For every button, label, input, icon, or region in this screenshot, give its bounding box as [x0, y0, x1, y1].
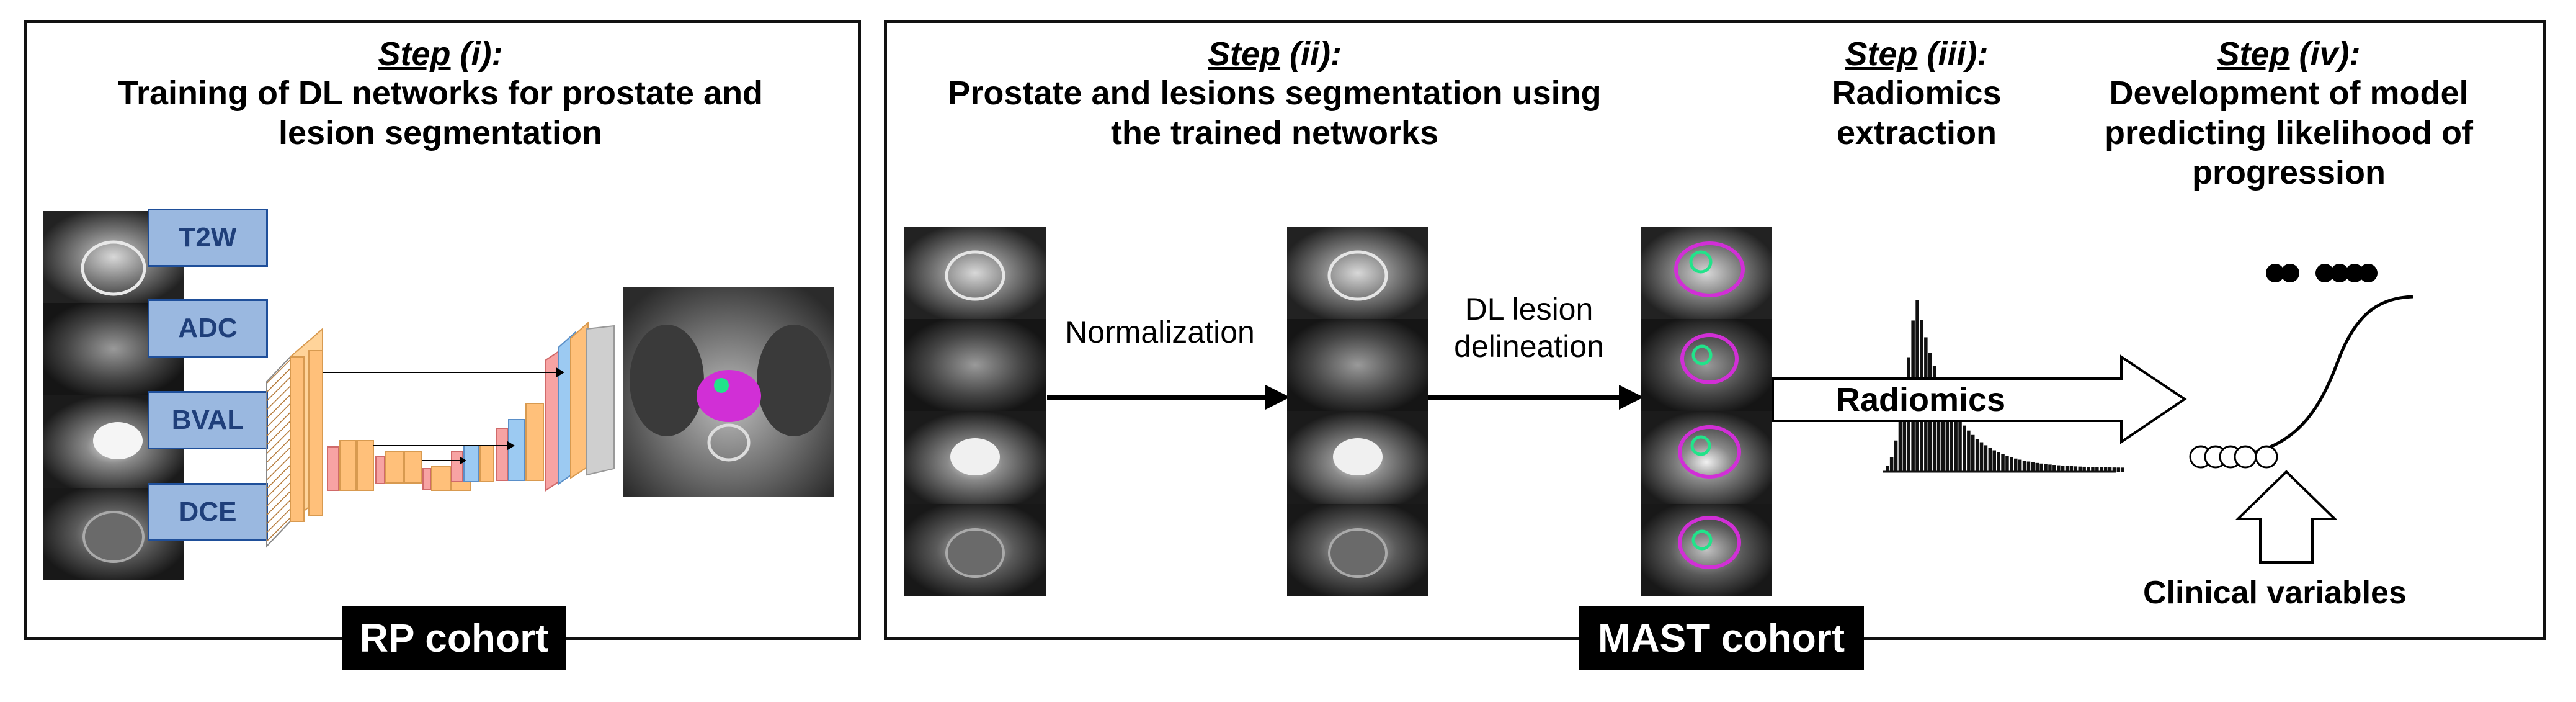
step-iv-label: Step (iv):: [2217, 35, 2361, 73]
dl-lesion-line1: DL lesion: [1464, 292, 1593, 326]
modality-dce: DCE: [148, 483, 268, 541]
step-i-title-line1: Training of DL networks for prostate and: [117, 74, 764, 112]
modality-adc: ADC: [148, 299, 268, 358]
dl-lesion-line2: delineation: [1454, 329, 1604, 364]
normalization-label: Normalization: [1065, 315, 1255, 349]
step-iv-title-line2: predicting likelihood of: [2105, 114, 2473, 151]
step-iii-heading: Step (iii): Radiomics extraction: [1737, 35, 2097, 153]
mri-stack-delineated: [1641, 227, 1772, 596]
step-iv-title-line3: progression: [2191, 154, 2386, 191]
modality-t2w: T2W: [148, 209, 268, 267]
prostate-mask: [697, 370, 761, 422]
step-ii-title-line2: the trained networks: [1110, 114, 1439, 151]
step-ii-title-line1: Prostate and lesions segmentation using: [948, 74, 1602, 112]
clinical-variables-label: Clinical variables: [2143, 575, 2407, 611]
step-ii-label: Step (ii):: [1208, 35, 1342, 73]
step-iv-title-line1: Development of model: [2109, 74, 2469, 112]
step-iii-title-line1: Radiomics: [1832, 74, 2002, 112]
segmentation-output-image: [623, 287, 834, 497]
mri-stack-normalized: [1287, 227, 1428, 596]
step-iv-heading: Step (iv): Development of model predicti…: [2072, 35, 2506, 192]
step-ii-heading: Step (ii): Prostate and lesions segmenta…: [893, 35, 1656, 153]
dl-lesion-delineation-label: DL lesion delineation: [1436, 290, 1622, 365]
radiomics-label: Radiomics: [1836, 381, 2006, 418]
step-iii-title-line2: extraction: [1836, 114, 1997, 151]
mast-cohort-label: MAST cohort: [1579, 606, 1864, 670]
step-i-heading: Step (i): Training of DL networks for pr…: [37, 35, 844, 153]
step-i-label: Step (i):: [378, 35, 503, 73]
step-i-title-line2: lesion segmentation: [278, 114, 603, 151]
lesion-mask: [714, 378, 729, 393]
modality-bval: BVAL: [148, 391, 268, 449]
mri-stack-raw: [904, 227, 1046, 596]
step-iii-label: Step (iii):: [1845, 35, 1989, 73]
rp-cohort-label: RP cohort: [342, 606, 566, 670]
